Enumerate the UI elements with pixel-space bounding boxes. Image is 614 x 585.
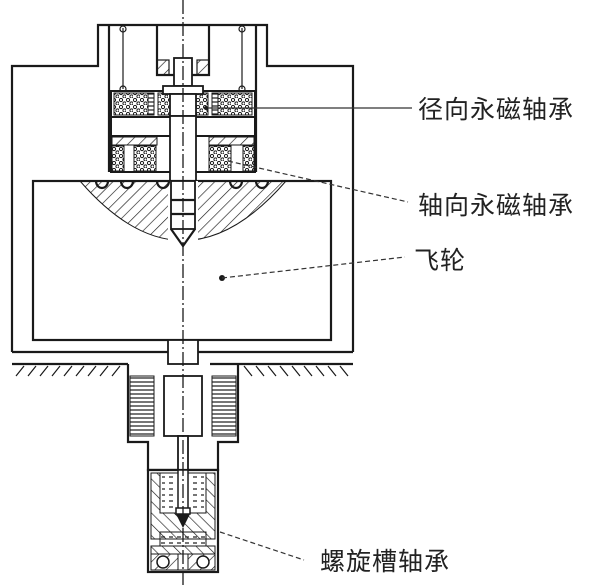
label-radial-pm-bearing: 径向永磁轴承 [418, 95, 575, 124]
leader-lines [204, 106, 412, 561]
label-axial-pm-bearing: 轴向永磁轴承 [418, 191, 575, 220]
flywheel-part [31, 179, 333, 342]
ground-hatching [12, 362, 353, 377]
label-flywheel: 飞轮 [414, 246, 467, 275]
label-spiral-groove-bearing: 螺旋槽轴承 [320, 547, 451, 576]
